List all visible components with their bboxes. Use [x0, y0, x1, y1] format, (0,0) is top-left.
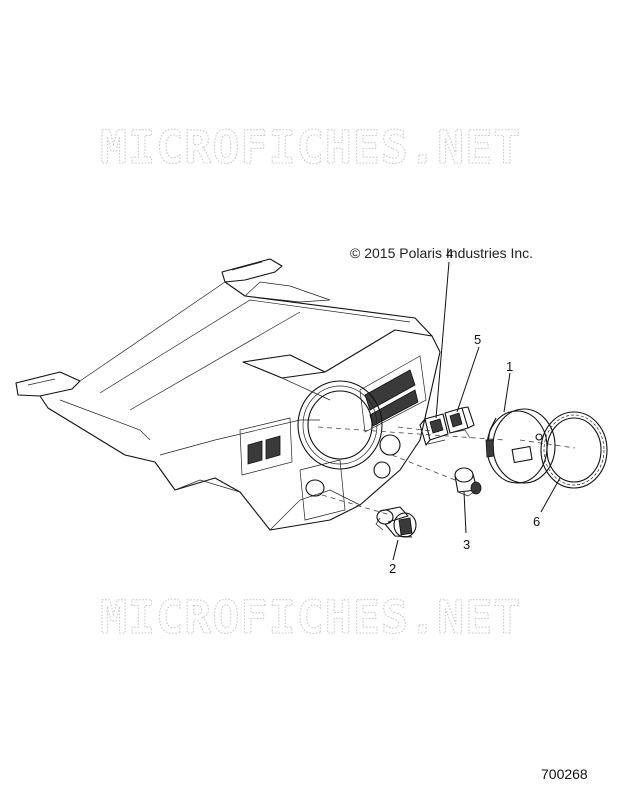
- callout-1: 1: [506, 359, 513, 374]
- dashboard-panel: [15, 258, 441, 531]
- power-outlet: [454, 467, 482, 497]
- watermark-bottom: MICROFICHES.NET: [100, 591, 521, 644]
- speedometer: [485, 408, 556, 484]
- switch-opening-right: [379, 434, 401, 456]
- drawing-number: 700268: [541, 766, 588, 782]
- key-opening: [305, 479, 325, 497]
- assembly-lines: [317, 426, 576, 516]
- watermark-top: MICROFICHES.NET: [100, 121, 521, 174]
- callout-6: 6: [533, 514, 540, 529]
- callout-2: 2: [389, 561, 396, 576]
- outlet-opening: [373, 461, 391, 479]
- copyright-notice: © 2015 Polaris Industries Inc.: [350, 245, 533, 261]
- callout-5: 5: [474, 332, 481, 347]
- callout-3: 3: [463, 537, 470, 552]
- vent-right: [359, 355, 427, 433]
- callout-4: 4: [446, 246, 453, 261]
- cluster-opening: [297, 380, 383, 470]
- leader-lines: [392, 261, 561, 561]
- rocker-switch-5: [444, 406, 475, 439]
- rocker-switch-4: [419, 413, 449, 446]
- key-switch: [375, 506, 417, 538]
- bezel-ring: [540, 411, 608, 489]
- vent-left: [239, 417, 293, 476]
